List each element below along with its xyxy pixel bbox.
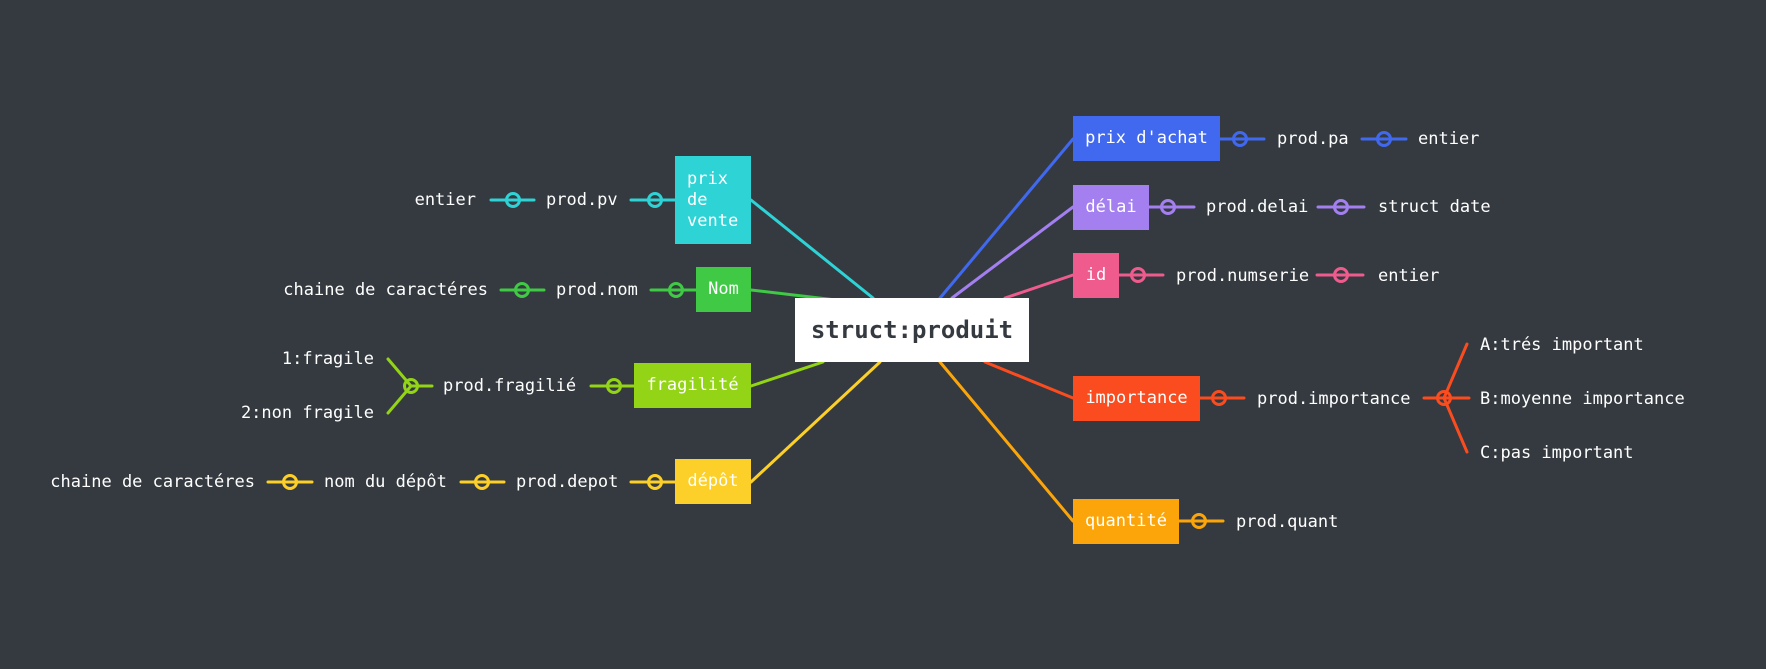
connector-pv-type-circle: [505, 192, 521, 208]
node-prix-de-vente[interactable]: prix de vente: [675, 156, 751, 244]
label-prod-fragilie: prod.fragilié: [443, 376, 577, 396]
connector-depot-type-circle: [282, 474, 298, 490]
fork-fragile-upper: [386, 357, 413, 388]
node-depot[interactable]: dépôt: [675, 459, 751, 504]
connector-importance-fork-circle: [1436, 390, 1452, 406]
label-prod-nom: prod.nom: [556, 280, 638, 300]
label-prod-depot: prod.depot: [516, 472, 619, 492]
label-prod-numserie: prod.numserie: [1176, 266, 1310, 286]
edge-center-importance: [983, 360, 1075, 400]
label-numserie-type: entier: [1378, 266, 1440, 286]
connector-nom-depot-circle: [474, 474, 490, 490]
fork-importance-a: [1442, 342, 1469, 400]
label-nom-type: chaine de caractéres: [283, 280, 488, 300]
connector-nom-type-circle: [514, 282, 530, 298]
label-importance-c: C:pas important: [1480, 443, 1634, 463]
connector-delai-circle: [1160, 199, 1176, 215]
label-prod-delai: prod.delai: [1206, 197, 1309, 217]
fork-fragile-lower: [386, 384, 413, 415]
center-node[interactable]: struct:produit: [795, 298, 1029, 362]
label-delai-type: struct date: [1378, 197, 1491, 217]
node-prix-d-achat[interactable]: prix d'achat: [1073, 116, 1220, 161]
label-depot-type: chaine de caractéres: [50, 472, 255, 492]
connector-numserie-type-circle: [1333, 267, 1349, 283]
label-importance-b: B:moyenne importance: [1480, 389, 1685, 409]
edge-center-depot: [749, 360, 882, 484]
connector-delai-type-circle: [1333, 199, 1349, 215]
edge-center-prix-d-achat: [938, 137, 1075, 300]
label-prod-quant: prod.quant: [1236, 512, 1339, 532]
node-fragilite[interactable]: fragilité: [634, 363, 751, 408]
connector-pv-circle: [647, 192, 663, 208]
connector-quant-circle: [1191, 513, 1207, 529]
edge-center-quantite: [938, 360, 1075, 523]
label-prod-pa: prod.pa: [1277, 129, 1349, 149]
edge-center-fragilite: [749, 360, 825, 388]
node-quantite[interactable]: quantité: [1073, 499, 1179, 544]
edge-center-id: [1003, 273, 1075, 300]
label-importance-a: A:trés important: [1480, 335, 1644, 355]
connector-depot-circle: [647, 474, 663, 490]
connector-pa-type-circle: [1376, 131, 1392, 147]
label-prod-importance: prod.importance: [1257, 389, 1411, 409]
node-importance[interactable]: importance: [1073, 376, 1200, 421]
label-pa-type: entier: [1418, 129, 1480, 149]
connector-nom-circle: [668, 282, 684, 298]
label-non-fragile: 2:non fragile: [240, 403, 374, 423]
node-delai[interactable]: délai: [1073, 185, 1149, 230]
label-prod-pv: prod.pv: [546, 190, 618, 210]
label-fragile: 1:fragile: [281, 349, 374, 369]
connector-fragilie-circle: [606, 378, 622, 394]
connector-numserie-circle: [1130, 267, 1146, 283]
connector-importance-circle: [1211, 390, 1227, 406]
label-nom-du-depot: nom du dépôt: [324, 472, 447, 492]
node-id[interactable]: id: [1073, 253, 1119, 298]
node-nom[interactable]: Nom: [696, 267, 751, 312]
edge-center-delai: [950, 205, 1075, 300]
connector-pa-circle: [1232, 131, 1248, 147]
edge-center-prix-de-vente: [749, 198, 875, 300]
fork-importance-c: [1442, 396, 1469, 454]
connector-fragile-fork-circle: [403, 378, 419, 394]
label-pv-type: entier: [414, 190, 476, 210]
